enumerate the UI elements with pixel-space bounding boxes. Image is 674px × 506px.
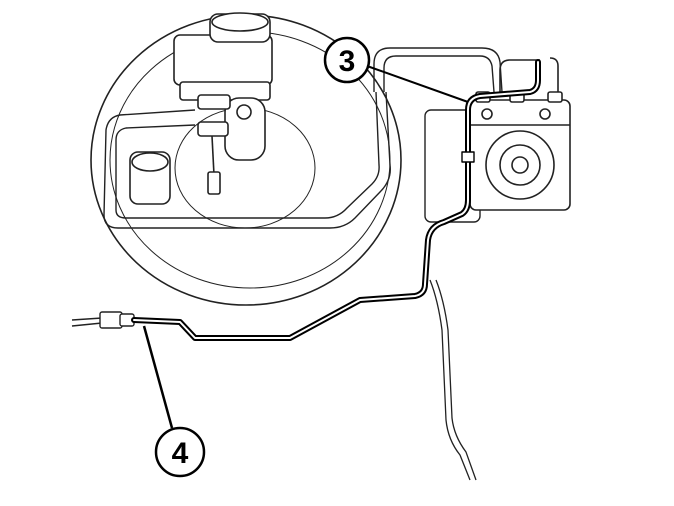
callout-3-leader: [366, 65, 469, 103]
callout-3-circle: [323, 36, 371, 84]
callout-4-leader: [142, 325, 174, 429]
callout-3-label: 3: [339, 45, 356, 78]
master-cylinder: [173, 12, 273, 195]
lower-pipe: [429, 279, 477, 481]
incoming-pipe: [71, 311, 135, 329]
callout-3: 3: [323, 36, 469, 103]
highlighted-brake-pipe: [131, 59, 541, 341]
vacuum-port: [129, 151, 171, 205]
callout-4-circle: [154, 426, 206, 478]
callout-4: 4: [142, 325, 206, 478]
servo-bracket: [103, 91, 391, 229]
callout-4-label: 4: [172, 437, 189, 470]
abs-modulator: [469, 57, 571, 211]
